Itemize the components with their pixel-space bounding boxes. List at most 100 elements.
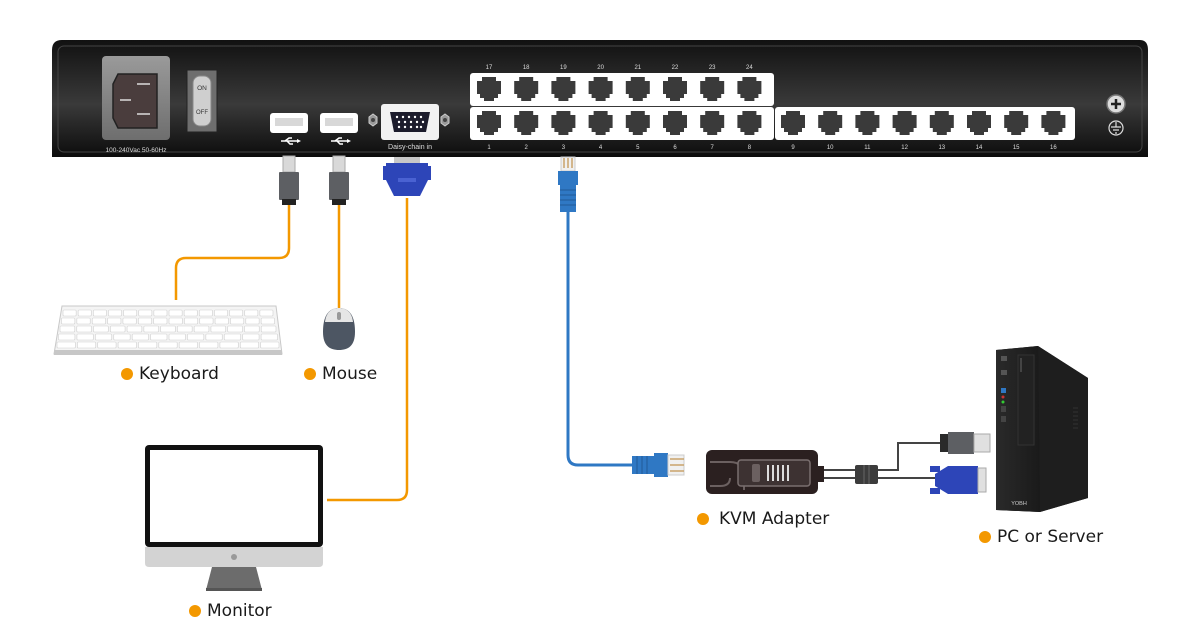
daisy-chain-vga-port[interactable] — [381, 104, 439, 140]
port-number-label: 20 — [597, 65, 604, 71]
port-number-label: 14 — [976, 145, 983, 151]
keyboard-key — [230, 317, 245, 325]
port-number-label: 18 — [523, 65, 530, 71]
keyboard-key — [214, 309, 228, 317]
ethernet-plug-bottom — [632, 453, 685, 477]
keyboard-key — [92, 309, 107, 317]
keyboard-key — [168, 317, 183, 325]
port-number-label: 24 — [746, 65, 753, 71]
keyboard-key — [126, 325, 143, 333]
keyboard-key — [107, 317, 122, 325]
keyboard-key — [122, 317, 137, 325]
port-number-label: 10 — [827, 145, 834, 151]
keyboard-key — [259, 309, 274, 317]
mouse-label-text: Mouse — [322, 364, 378, 384]
port-number-label: 8 — [748, 145, 752, 151]
port-number-label: 3 — [562, 145, 566, 151]
keyboard-key — [138, 309, 153, 317]
keyboard-key — [205, 333, 223, 341]
bullet-dot-icon — [304, 368, 316, 380]
port-panel-bottom-right — [775, 107, 1075, 140]
ethernet-plug-top — [558, 156, 578, 212]
pc-tower: YOBH — [996, 346, 1088, 512]
port-number-label: 11 — [864, 145, 871, 151]
keyboard-key — [184, 317, 199, 325]
keyboard-key — [260, 333, 278, 341]
port-panel-top — [470, 73, 774, 106]
usb-icon — [331, 137, 351, 145]
port-number-label: 9 — [791, 145, 795, 151]
keyboard-label-text: Keyboard — [139, 364, 219, 384]
keyboard-key — [160, 325, 176, 333]
keyboard-key — [229, 309, 244, 317]
keyboard-cable — [174, 205, 291, 300]
port-number-label: 16 — [1050, 145, 1057, 151]
pc-label: PC or Server — [979, 527, 1103, 547]
keyboard-key — [193, 325, 210, 333]
keyboard-key — [93, 325, 109, 333]
keyboard-key — [77, 341, 97, 349]
keyboard-key — [210, 325, 226, 333]
keyboard-keys — [56, 309, 280, 349]
port-number-label: 21 — [634, 65, 641, 71]
keyboard-key — [214, 317, 229, 325]
keyboard-key — [219, 341, 239, 349]
power-switch[interactable]: ON OFF — [186, 69, 218, 133]
port-panel-bottom-left — [470, 107, 774, 140]
port-number-label: 12 — [901, 145, 908, 151]
monitor-vga-plug — [383, 157, 431, 196]
mouse — [323, 308, 355, 350]
keyboard-key — [168, 309, 183, 317]
adapter-cables — [818, 442, 940, 479]
keyboard-key — [58, 333, 76, 341]
port-number-label: 7 — [711, 145, 715, 151]
keyboard-key — [242, 333, 260, 341]
pc-label-text: PC or Server — [997, 527, 1104, 547]
keyboard-usb-plug — [279, 155, 299, 205]
pc-brand-label: YOBH — [1011, 501, 1027, 507]
keyboard-key — [143, 325, 159, 333]
keyboard-key — [168, 333, 186, 341]
port-number-label: 2 — [525, 145, 529, 151]
keyboard-key — [244, 325, 260, 333]
mouse-label: Mouse — [304, 364, 377, 384]
keyboard-key — [131, 333, 149, 341]
keyboard-label: Keyboard — [121, 364, 219, 384]
kvm-adapter — [706, 450, 824, 494]
keyboard-key — [76, 333, 94, 341]
adapter-vga-plug — [930, 466, 987, 494]
port-number-label: 15 — [1013, 145, 1020, 151]
port-number-label: 5 — [636, 145, 640, 151]
screw-icon — [368, 113, 378, 127]
keyboard-key — [187, 333, 205, 341]
keyboard-key — [260, 317, 275, 325]
screw-icon — [440, 113, 450, 127]
bullet-dot-icon — [979, 531, 991, 543]
switch-on-label: ON — [197, 85, 207, 92]
ethernet-cable — [566, 212, 632, 467]
keyboard-key — [77, 309, 92, 317]
port-number-label: 22 — [672, 65, 679, 71]
keyboard-key — [244, 309, 259, 317]
usb-port-1[interactable] — [270, 113, 308, 133]
port-number-label: 1 — [487, 145, 491, 151]
keyboard-key — [95, 333, 113, 341]
usb-port-2[interactable] — [320, 113, 358, 133]
port-number-label: 6 — [673, 145, 677, 151]
keyboard-key — [91, 317, 106, 325]
keyboard — [53, 305, 283, 355]
keyboard-key — [153, 317, 168, 325]
bullet-dot-icon — [189, 605, 201, 617]
keyboard-key — [59, 325, 76, 333]
keyboard-key — [110, 325, 126, 333]
screw-plus-icon — [1106, 94, 1126, 114]
power-inlet — [102, 56, 170, 140]
keyboard-key — [56, 341, 76, 349]
port-number-label: 17 — [486, 65, 493, 71]
kvm-adapter-label-text: KVM Adapter — [719, 509, 830, 529]
daisy-chain-label: Daisy-chain in — [388, 144, 432, 151]
keyboard-key — [113, 333, 131, 341]
monitor-label-text: Monitor — [207, 601, 272, 621]
